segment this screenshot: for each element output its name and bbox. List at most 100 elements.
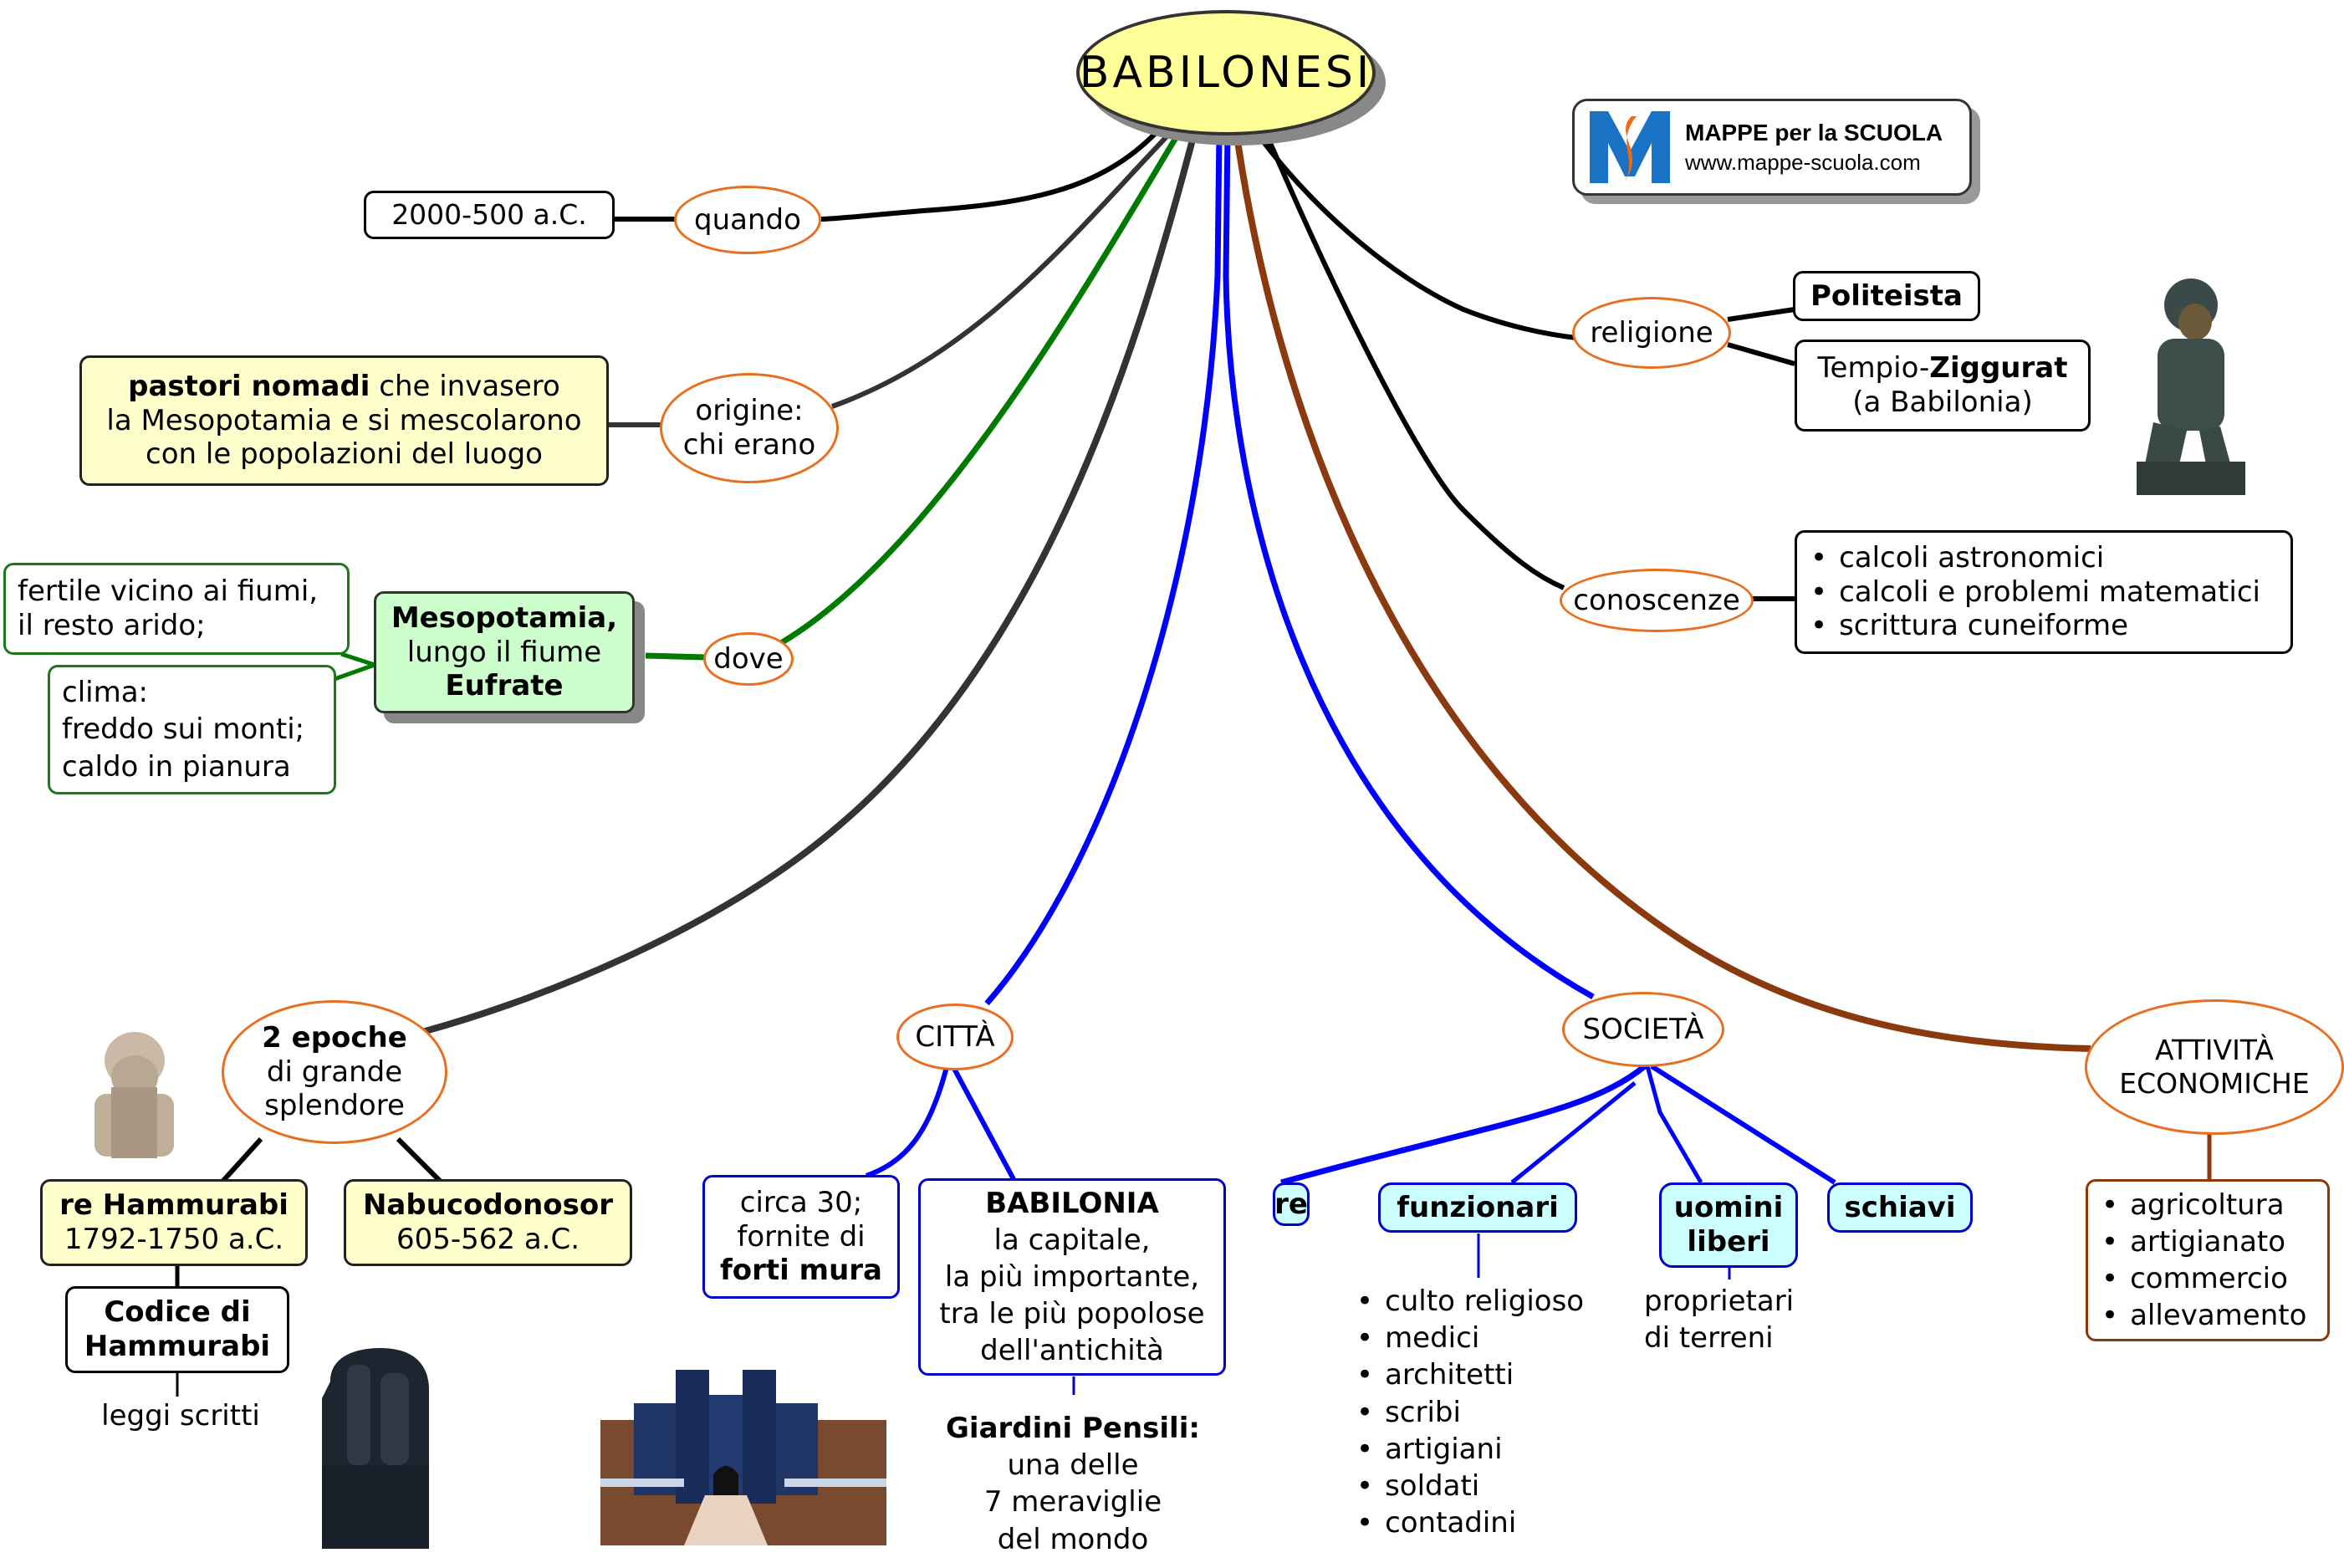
epoche-node[interactable]: 2 epoche di grande splendore xyxy=(222,1000,447,1144)
attivita-list-box[interactable]: agricoltura artigianato commercio alleva… xyxy=(2086,1179,2330,1341)
link-root-attivita xyxy=(1233,129,2091,1052)
clima-line3: caldo in pianura xyxy=(62,749,291,784)
epoche-title: 2 epoche xyxy=(262,1020,407,1055)
quando-node[interactable]: quando xyxy=(674,186,821,254)
giardini-line3: 7 meraviglie xyxy=(983,1485,1162,1519)
dove-node[interactable]: dove xyxy=(703,632,794,686)
attivita-node[interactable]: ATTIVITÀ ECONOMICHE xyxy=(2085,999,2344,1135)
origine-node[interactable]: origine: chi erano xyxy=(660,373,839,483)
giardini-line2: una delle xyxy=(1007,1448,1139,1483)
root-node[interactable]: BABILONESI xyxy=(1076,10,1376,135)
mesopotamia-box[interactable]: Mesopotamia, lungo il fiume Eufrate xyxy=(374,591,635,713)
link-religione-ziggurat xyxy=(1727,342,1795,366)
societa-label: SOCIETÀ xyxy=(1582,1012,1704,1046)
schiavi-label: schiavi xyxy=(1844,1190,1956,1224)
link-root-quando xyxy=(820,120,1169,222)
link-meso-fertile xyxy=(340,651,375,667)
citta-node[interactable]: CITTÀ xyxy=(896,1004,1014,1070)
fertile-line2: il resto arido; xyxy=(18,609,206,642)
hammurabi-box[interactable]: re Hammurabi 1792-1750 a.C. xyxy=(40,1179,308,1266)
funzionari-label: funzionari xyxy=(1397,1190,1559,1224)
origin-description-box[interactable]: pastori nomadi che invasero la Mesopotam… xyxy=(79,355,609,486)
nabucodonosor-name: Nabucodonosor xyxy=(362,1188,614,1223)
origine-label-line1: origine: xyxy=(695,394,804,428)
link-citta-mura xyxy=(865,1066,949,1178)
re-box[interactable]: re xyxy=(1273,1182,1310,1226)
politeista-text: Politeista xyxy=(1810,278,1963,313)
giardini-line4: del mondo xyxy=(997,1522,1149,1556)
mesopotamia-title: Mesopotamia, xyxy=(391,600,618,635)
link-root-dove xyxy=(778,124,1186,647)
ziggurat-line1: Tempio-Ziggurat xyxy=(1818,351,2068,386)
origin-text-rest: che invasero xyxy=(370,369,560,403)
uomini-line2: liberi xyxy=(1687,1225,1770,1259)
funzionari-item: architetti xyxy=(1356,1356,1584,1393)
origin-line-2: la Mesopotamia e si mescolarono xyxy=(106,403,582,437)
giardini-pensili-text: Giardini Pensili: una delle 7 meraviglie… xyxy=(920,1410,1226,1558)
funzionari-item: contadini xyxy=(1356,1504,1584,1541)
societa-node[interactable]: SOCIETÀ xyxy=(1562,992,1724,1067)
hammurabi-name: re Hammurabi xyxy=(59,1188,289,1223)
politeista-box[interactable]: Politeista xyxy=(1793,271,1980,321)
babilonia-line4: tra le più popolose xyxy=(939,1297,1205,1331)
conoscenze-node[interactable]: conoscenze xyxy=(1560,569,1754,632)
ziggurat-box[interactable]: Tempio-Ziggurat (a Babilonia) xyxy=(1795,340,2091,432)
ziggurat-bold: Ziggurat xyxy=(1929,351,2068,386)
logo-url[interactable]: www.mappe-scuola.com xyxy=(1685,149,1921,175)
clima-line1: clima: xyxy=(62,676,148,710)
fertile-line1: fertile vicino ai fiumi, xyxy=(18,575,319,609)
fertile-box[interactable]: fertile vicino ai fiumi, il resto arido; xyxy=(3,563,350,655)
link-root-religione xyxy=(1250,125,1577,340)
attivita-line2: ECONOMICHE xyxy=(2119,1067,2310,1100)
babilonia-line3: la più importante, xyxy=(944,1259,1200,1294)
date-range-text: 2000-500 a.C. xyxy=(391,198,587,232)
kneeling-statue-image xyxy=(2128,276,2254,498)
funzionari-item: soldati xyxy=(1356,1468,1584,1504)
origin-line-3: con le popolazioni del luogo xyxy=(146,437,543,472)
babilonia-box[interactable]: BABILONIA la capitale, la più importante… xyxy=(918,1178,1226,1376)
nabucodonosor-dates: 605-562 a.C. xyxy=(396,1223,580,1256)
codice-box[interactable]: Codice di Hammurabi xyxy=(65,1286,289,1373)
mappe-scuola-logo[interactable]: MAPPE per la SCUOLA www.mappe-scuola.com xyxy=(1572,99,1972,196)
funzionari-list: culto religioso medici architetti scribi… xyxy=(1356,1283,1584,1541)
babilonia-line5: dell'antichità xyxy=(980,1334,1164,1368)
origin-bold-text: pastori nomadi xyxy=(128,369,370,403)
link-epoche-nabu xyxy=(396,1136,444,1185)
ishtar-gate-model-image xyxy=(600,1370,886,1545)
religione-label: religione xyxy=(1590,315,1713,350)
babilonia-line2: la capitale, xyxy=(993,1223,1151,1257)
eufrate-label: Eufrate xyxy=(445,669,564,703)
mura-bold: forti mura xyxy=(719,1254,882,1288)
attivita-list: agricoltura artigianato commercio alleva… xyxy=(2101,1187,2306,1335)
funzionari-item: medici xyxy=(1356,1320,1584,1356)
schiavi-box[interactable]: schiavi xyxy=(1827,1182,1973,1233)
link-dove-meso xyxy=(645,652,707,661)
attivita-line1: ATTIVITÀ xyxy=(2155,1034,2274,1067)
mura-box[interactable]: circa 30; fornite di forti mura xyxy=(702,1175,900,1299)
code-stele-image xyxy=(322,1348,432,1549)
quando-label: quando xyxy=(694,202,801,237)
origin-line-1: pastori nomadi che invasero xyxy=(128,370,560,404)
link-citta-babilonia xyxy=(951,1065,1016,1181)
clima-box[interactable]: clima: freddo sui monti; caldo in pianur… xyxy=(48,665,336,794)
nabucodonosor-box[interactable]: Nabucodonosor 605-562 a.C. xyxy=(344,1179,632,1266)
attivita-item: agricoltura xyxy=(2101,1187,2306,1223)
link-epoche-hammurabi xyxy=(219,1136,263,1185)
attivita-item: artigianato xyxy=(2101,1223,2306,1260)
clima-line2: freddo sui monti; xyxy=(62,712,305,747)
conoscenze-list-box[interactable]: calcoli astronomici calcoli e problemi m… xyxy=(1795,530,2293,654)
codice-line1: Codice di xyxy=(104,1295,251,1330)
codice-line2: Hammurabi xyxy=(84,1330,271,1363)
attivita-item: allevamento xyxy=(2101,1297,2306,1334)
funzionari-box[interactable]: funzionari xyxy=(1378,1182,1577,1233)
dove-label: dove xyxy=(713,641,784,676)
conoscenze-item: scrittura cuneiforme xyxy=(1810,609,2260,643)
funzionari-item: scribi xyxy=(1356,1394,1584,1431)
religione-node[interactable]: religione xyxy=(1572,297,1731,369)
logo-title: MAPPE per la SCUOLA xyxy=(1685,119,1943,146)
link-societa-schiavi xyxy=(1650,1064,1836,1185)
uomini-liberi-box[interactable]: uomini liberi xyxy=(1659,1182,1798,1268)
date-range-box[interactable]: 2000-500 a.C. xyxy=(364,191,615,239)
conoscenze-list: calcoli astronomici calcoli e problemi m… xyxy=(1810,541,2260,643)
